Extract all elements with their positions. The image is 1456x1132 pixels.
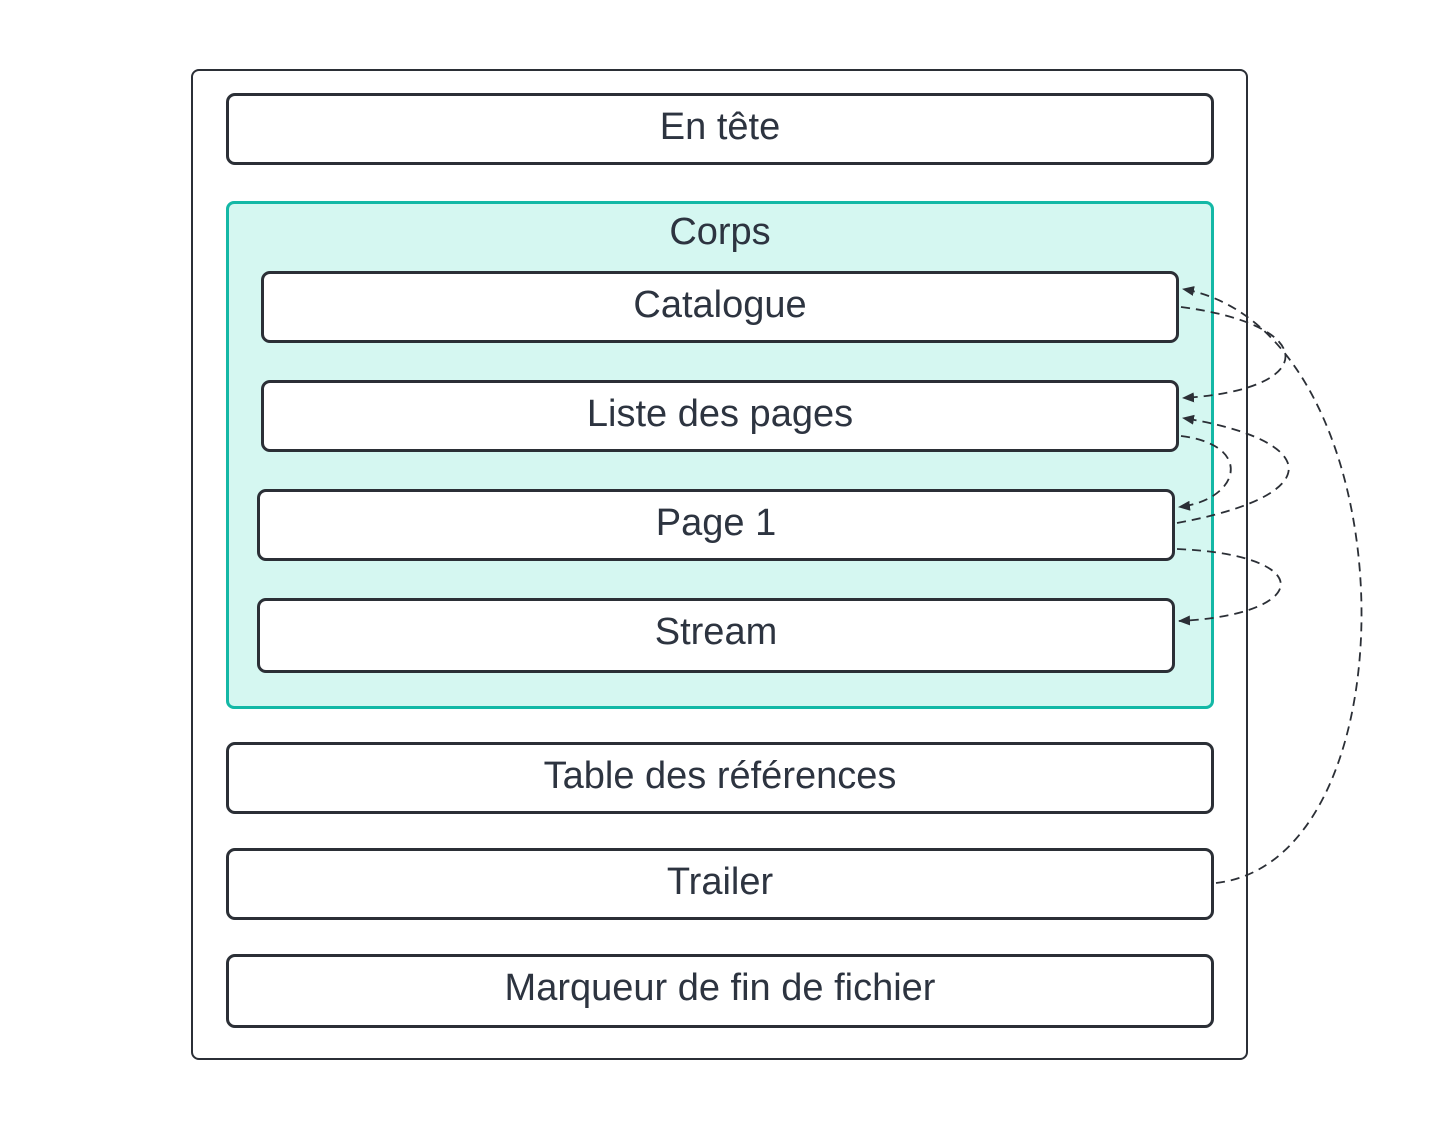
xref-table-label: Table des références — [543, 755, 897, 797]
header-section: En tête — [226, 93, 1214, 165]
pages-list-label: Liste des pages — [586, 393, 854, 435]
stream-label: Stream — [654, 611, 778, 653]
stream-object: Stream — [257, 598, 1175, 673]
header-label: En tête — [659, 106, 781, 148]
catalog-label: Catalogue — [633, 284, 807, 326]
xref-table-section: Table des références — [226, 742, 1214, 814]
body-title: Corps — [669, 211, 771, 253]
page1-label: Page 1 — [655, 502, 777, 544]
page1-object: Page 1 — [257, 489, 1175, 561]
eof-marker-section: Marqueur de fin de fichier — [226, 954, 1214, 1028]
catalog-object: Catalogue — [261, 271, 1179, 343]
trailer-label: Trailer — [666, 861, 774, 903]
pages-list-object: Liste des pages — [261, 380, 1179, 452]
trailer-section: Trailer — [226, 848, 1214, 920]
eof-marker-label: Marqueur de fin de fichier — [504, 967, 936, 1009]
